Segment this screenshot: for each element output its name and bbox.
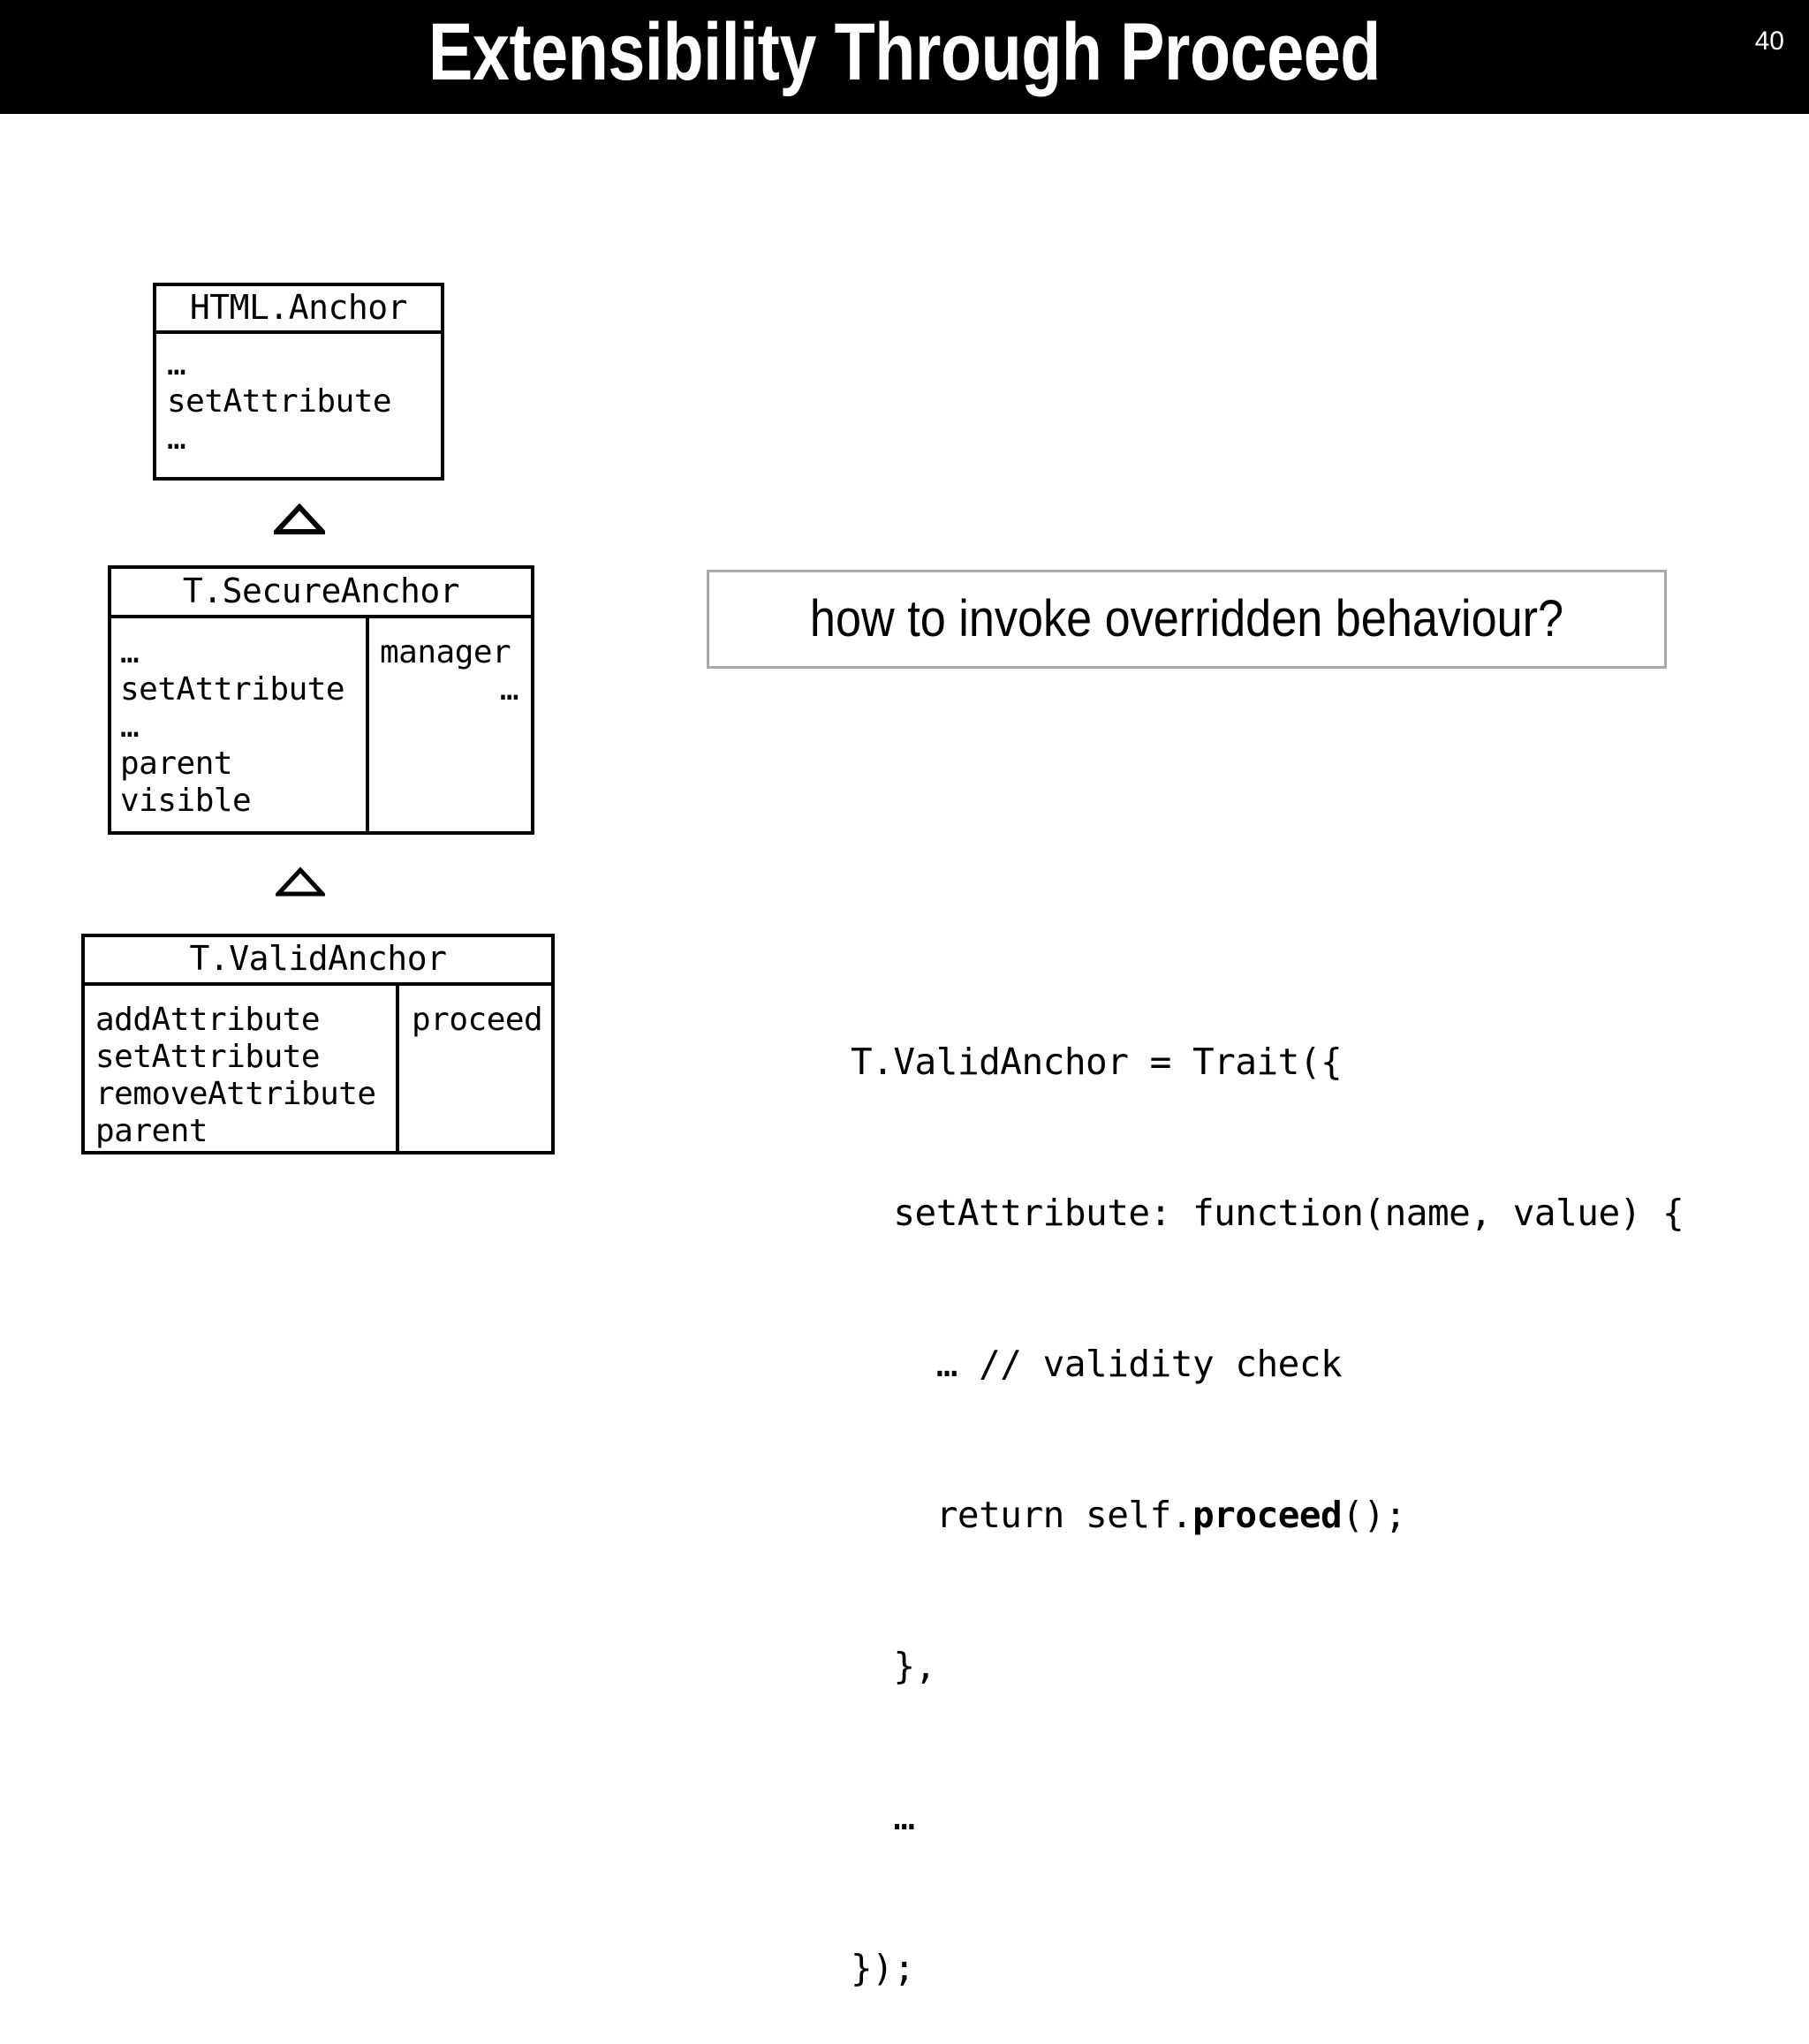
code-line: setAttribute: function(name, value) { [851, 1192, 1684, 1234]
uml-member-column-left: … setAttribute … parent visible [111, 618, 369, 831]
code-text: (); [1342, 1494, 1406, 1536]
uml-member: … [120, 634, 140, 670]
uml-member: … [499, 671, 519, 708]
code-text: return self. [851, 1494, 1193, 1536]
uml-member: addAttribute [95, 1002, 321, 1038]
uml-member-column-left: addAttribute setAttribute removeAttribut… [85, 986, 399, 1151]
uml-member: … [167, 346, 186, 382]
title-bar: Extensibility Through Proceed 40 [0, 0, 1809, 114]
code-line: }); [851, 1947, 915, 1989]
uml-member: proceed [412, 1002, 543, 1038]
uml-class-name: T.ValidAnchor [85, 937, 551, 986]
code-block: T.ValidAnchor = Trait({ setAttribute: fu… [851, 936, 1684, 2044]
uml-member-column-right: proceed [399, 986, 551, 1151]
uml-member: … [120, 708, 140, 745]
uml-class-members: addAttribute setAttribute removeAttribut… [85, 986, 551, 1151]
code-line: T.ValidAnchor = Trait({ [851, 1041, 1343, 1083]
uml-class-members: … setAttribute … [156, 334, 441, 477]
uml-member: visible [120, 783, 252, 819]
code-keyword-proceed: proceed [1192, 1494, 1343, 1536]
page-title: Extensibility Through Proceed [428, 7, 1381, 97]
uml-member: manager [380, 634, 511, 670]
uml-class-members: … setAttribute … parent visible manager … [111, 618, 531, 831]
code-line: … // validity check [851, 1343, 1343, 1385]
callout-question-box: how to invoke overridden behaviour? [707, 570, 1667, 669]
callout-question-text: how to invoke overridden behaviour? [809, 590, 1564, 647]
code-line: … [851, 1796, 915, 1838]
code-line: }, [851, 1645, 936, 1687]
uml-class-valid-anchor: T.ValidAnchor addAttribute setAttribute … [81, 934, 555, 1154]
uml-member: … [167, 420, 186, 457]
code-line-proceed: return self.proceed(); [851, 1490, 1684, 1541]
uml-member: parent [95, 1113, 208, 1149]
uml-member-column-right: manager … [369, 618, 531, 831]
uml-member: removeAttribute [95, 1076, 376, 1112]
uml-class-html-anchor: HTML.Anchor … setAttribute … [153, 283, 444, 481]
uml-class-name: T.SecureAnchor [111, 569, 531, 618]
uml-class-secure-anchor: T.SecureAnchor … setAttribute … parent v… [108, 565, 534, 835]
uml-class-name: HTML.Anchor [156, 286, 441, 334]
uml-member: setAttribute [167, 383, 392, 420]
uml-member: setAttribute [95, 1039, 321, 1075]
uml-member: setAttribute [120, 671, 345, 708]
uml-member-column-left: … setAttribute … [156, 334, 400, 477]
slide-number: 40 [1754, 26, 1784, 56]
uml-member: parent [120, 746, 233, 782]
